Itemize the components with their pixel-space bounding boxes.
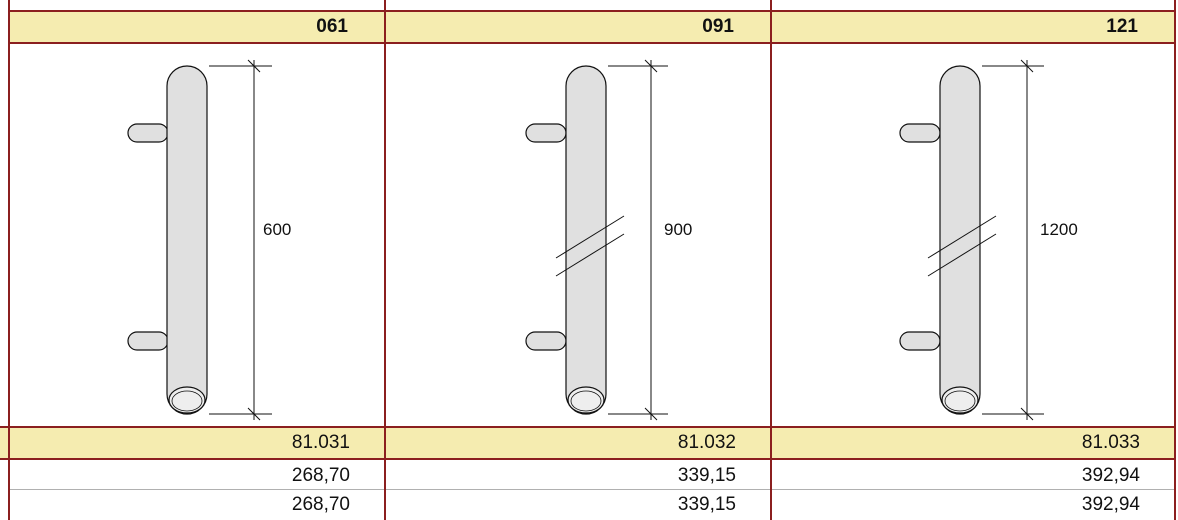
- length-dimension: 600: [263, 220, 292, 239]
- handle-end-cap: [941, 386, 979, 414]
- dimension-line: [982, 59, 1044, 421]
- handle-end-cap: [567, 386, 605, 414]
- price-row-1: 268,70: [10, 461, 384, 490]
- handle-drawing: 900: [386, 44, 770, 426]
- product-column-091: 091: [386, 0, 772, 520]
- length-dimension: 1200: [1040, 220, 1078, 239]
- price-row-1: 339,15: [386, 461, 770, 490]
- price-row-2: 392,94: [1081, 494, 1140, 515]
- upper-mount-post: [899, 123, 941, 143]
- handle-end-cap: [168, 386, 206, 414]
- handle-bar: [166, 65, 208, 415]
- price-row-1: 392,94: [772, 461, 1174, 490]
- handle-drawing: 600: [10, 44, 384, 426]
- lower-mount-post: [899, 331, 941, 351]
- clipped-code-cell: [0, 426, 8, 460]
- price-row-2: 268,70: [291, 494, 350, 515]
- lower-mount-post: [525, 331, 567, 351]
- break-marks: [555, 215, 625, 277]
- upper-mount-post: [127, 123, 169, 143]
- product-column-061: 061 600 81.031 2: [8, 0, 386, 520]
- break-marks: [927, 215, 997, 277]
- handle-bar: [939, 65, 981, 415]
- article-number: 81.032: [386, 426, 770, 460]
- article-number: 81.031: [10, 426, 384, 460]
- dimension-line: [608, 59, 668, 421]
- price-row-2: 339,15: [677, 494, 736, 515]
- model-header: 091: [386, 10, 770, 44]
- clipped-left-column: [0, 0, 8, 520]
- dimension-line: [209, 59, 272, 421]
- model-header: 061: [10, 10, 384, 44]
- product-column-121: 121: [772, 0, 1176, 520]
- lower-mount-post: [127, 331, 169, 351]
- upper-mount-post: [525, 123, 567, 143]
- length-dimension: 900: [664, 220, 693, 239]
- article-number: 81.033: [772, 426, 1174, 460]
- model-header: 121: [772, 10, 1174, 44]
- handle-drawing: 1200: [772, 44, 1174, 426]
